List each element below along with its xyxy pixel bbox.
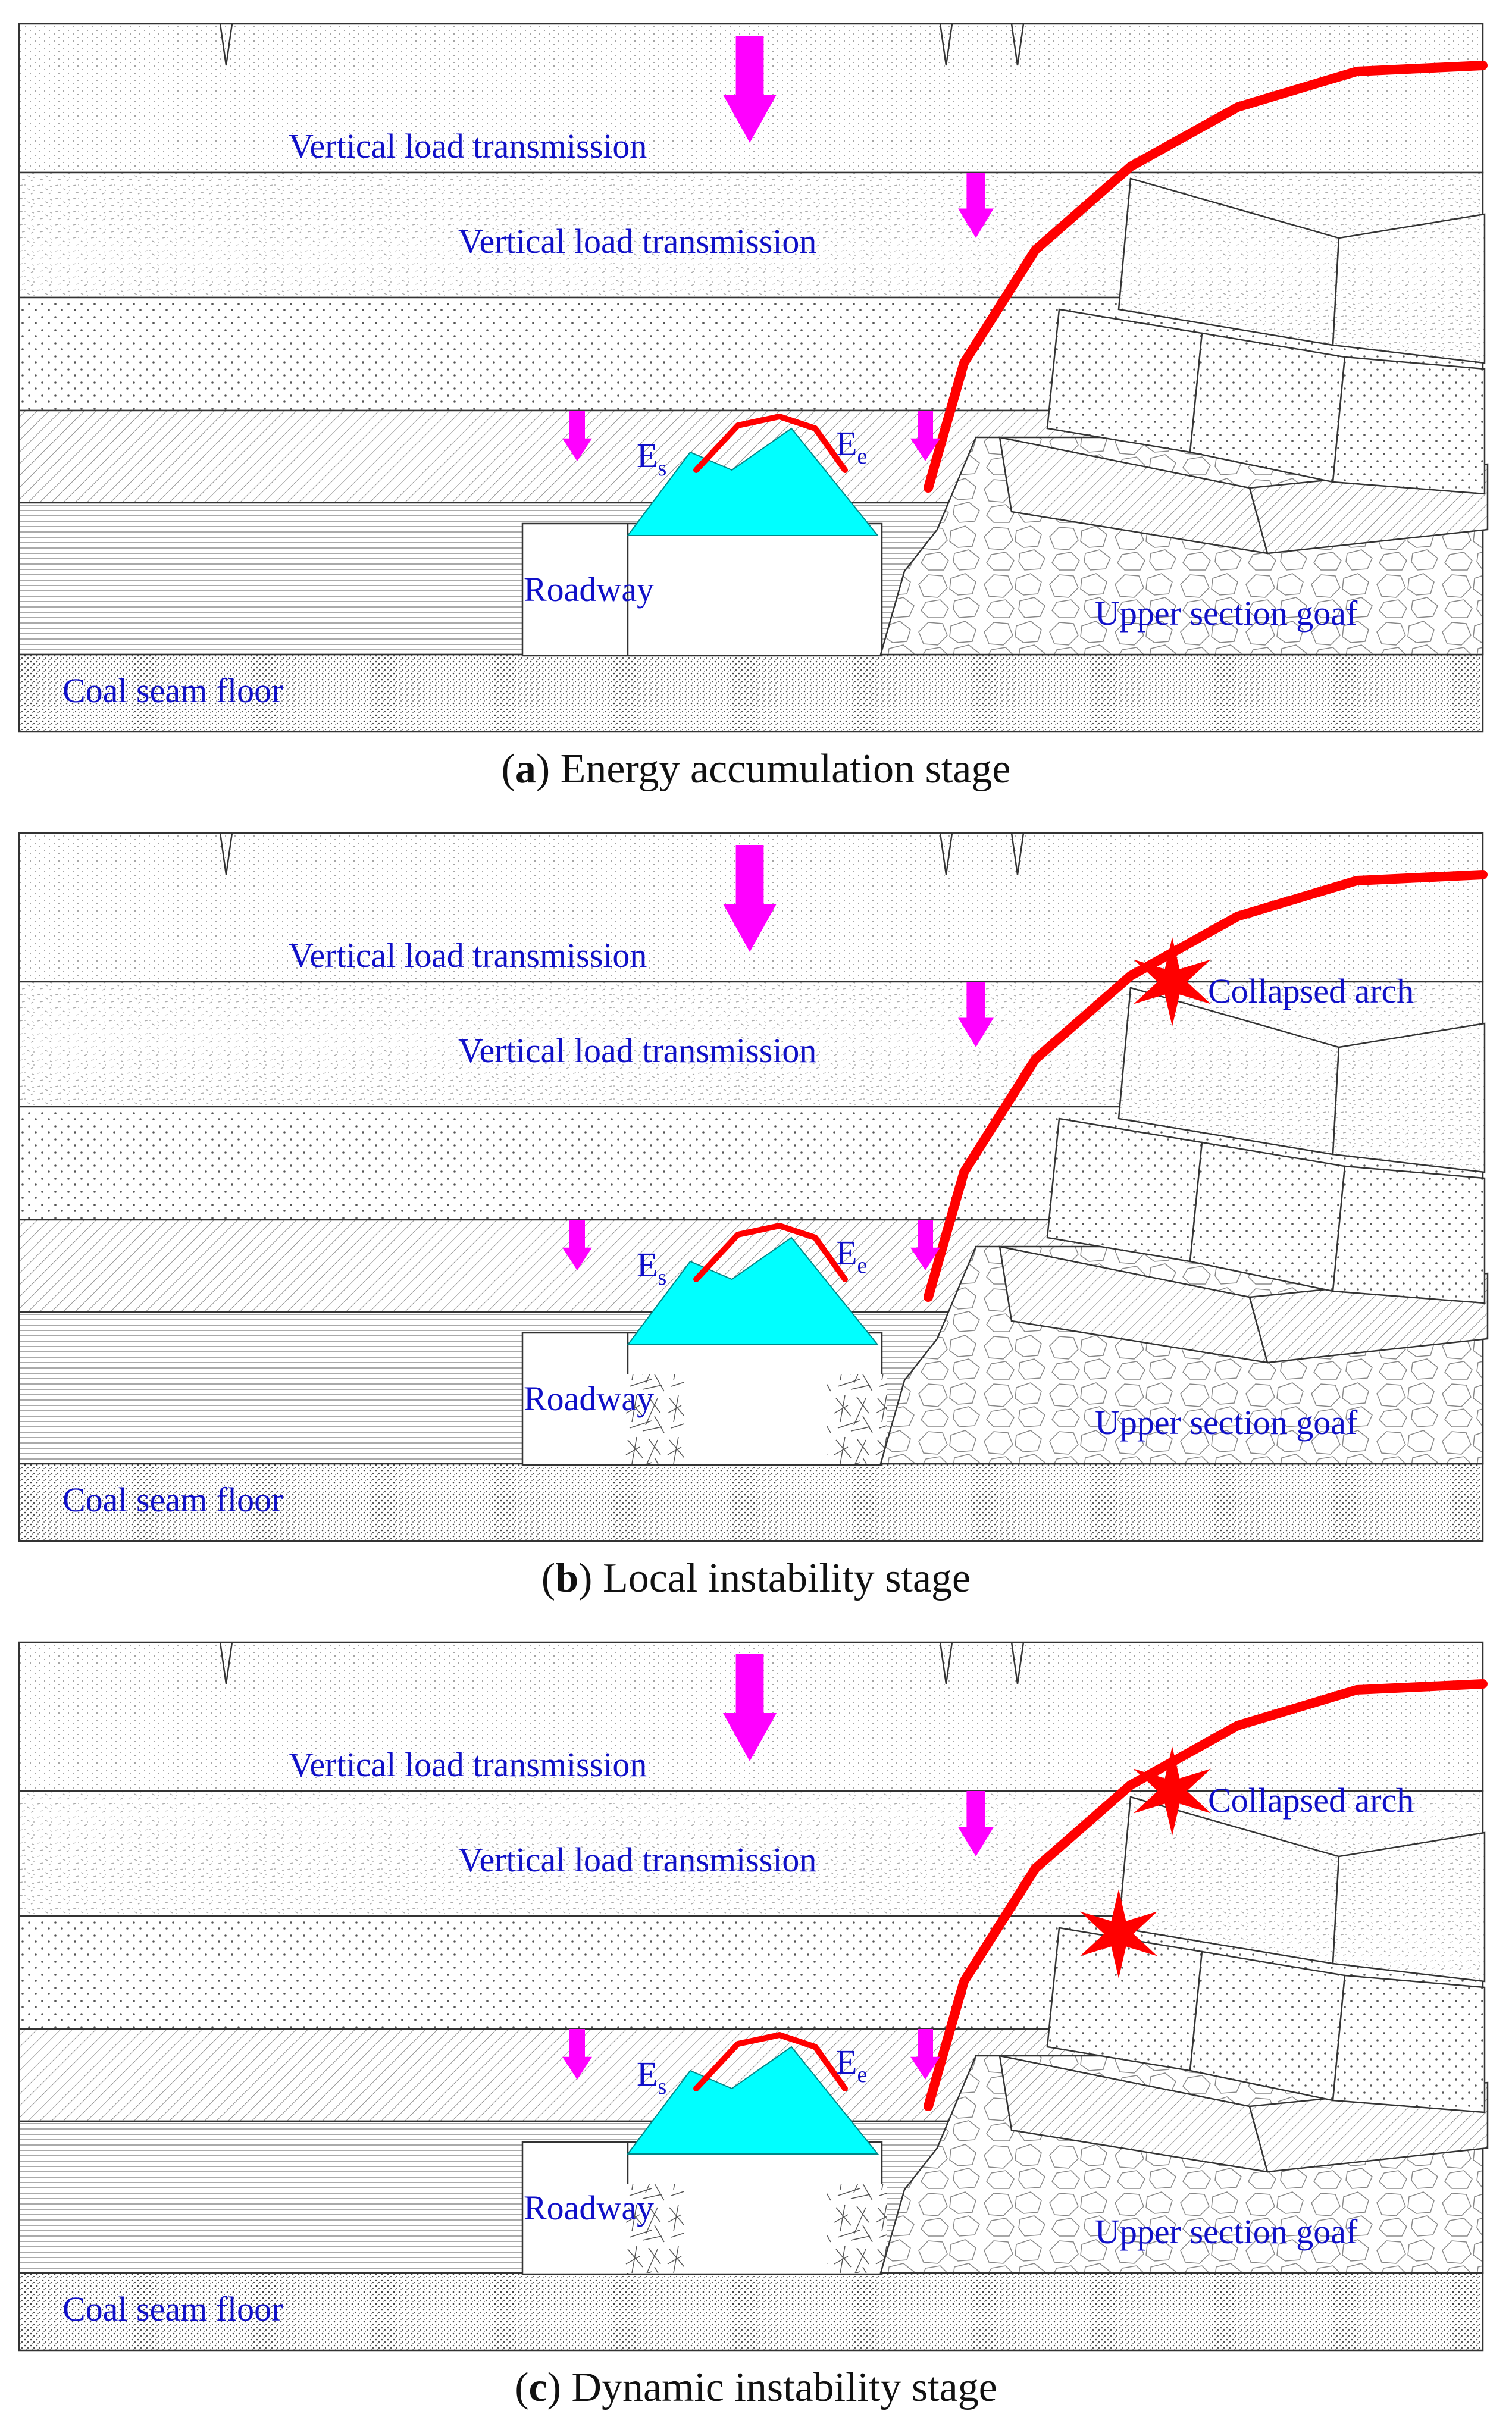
caption-text: Energy accumulation stage bbox=[550, 746, 1010, 792]
vlt-top-label: Vertical load transmission bbox=[289, 127, 647, 165]
surface-crack-2 bbox=[1010, 23, 1025, 66]
load-arrow-right bbox=[910, 2029, 940, 2080]
goaf-label: Upper section goaf bbox=[1095, 1403, 1358, 1442]
fractured-rib-right bbox=[827, 1374, 887, 1464]
roadway-opening bbox=[521, 2141, 883, 2275]
load-arrow-medium bbox=[958, 173, 994, 238]
es-label: Es bbox=[637, 1245, 666, 1290]
surface-crack-1 bbox=[939, 23, 953, 66]
load-arrow-large bbox=[723, 845, 777, 952]
collapse-star-1 bbox=[1134, 1746, 1211, 1836]
surface-crack-0 bbox=[219, 23, 233, 66]
roadway-opening bbox=[521, 522, 883, 657]
surface-crack-2 bbox=[1010, 832, 1025, 875]
caved-block-6 bbox=[1332, 1022, 1486, 1173]
collapse-star-2 bbox=[1080, 1889, 1157, 1978]
es-subscript: s bbox=[658, 456, 666, 481]
load-arrow-large bbox=[723, 1654, 777, 1761]
caption-c: (c) Dynamic instability stage bbox=[515, 2365, 997, 2410]
floor-label: Coal seam floor bbox=[62, 671, 283, 710]
surface-crack-0 bbox=[219, 1642, 233, 1684]
caption-text: Dynamic instability stage bbox=[561, 2365, 997, 2410]
load-arrow-right bbox=[910, 1220, 940, 1270]
caved-block-4 bbox=[1332, 1974, 1486, 2114]
es-subscript: s bbox=[658, 2074, 666, 2099]
load-arrow-left bbox=[562, 2029, 592, 2080]
caption-b: (b) Local instability stage bbox=[541, 1555, 971, 1601]
fractured-rib-left bbox=[625, 2184, 684, 2273]
ee-subscript: e bbox=[857, 444, 867, 469]
fractured-rib-right bbox=[827, 2184, 887, 2273]
fracture-boundary-curve bbox=[924, 870, 1488, 1302]
caption-close-paren: ) bbox=[578, 1555, 592, 1601]
floor-label: Coal seam floor bbox=[62, 1480, 283, 1519]
roadway-label: Roadway bbox=[524, 1379, 654, 1418]
load-arrow-left bbox=[562, 1220, 592, 1270]
collapse-star-1 bbox=[1134, 937, 1211, 1026]
load-arrow-large bbox=[723, 36, 777, 143]
es-subscript: s bbox=[658, 1265, 666, 1290]
collapsed-arch-label: Collapsed arch bbox=[1208, 1781, 1414, 1820]
goaf-label: Upper section goaf bbox=[1095, 2212, 1358, 2251]
vlt-mid-label: Vertical load transmission bbox=[458, 1031, 816, 1070]
stratum-floor bbox=[18, 1463, 1484, 1542]
caption-close-paren: ) bbox=[547, 2365, 561, 2410]
collapsed-arch-label: Collapsed arch bbox=[1208, 972, 1414, 1010]
surface-crack-1 bbox=[939, 1642, 953, 1684]
caption-text: Local instability stage bbox=[592, 1555, 971, 1601]
floor-label: Coal seam floor bbox=[62, 2290, 283, 2328]
energy-arch-curve bbox=[693, 2032, 848, 2091]
fracture-boundary-curve bbox=[924, 61, 1488, 493]
load-arrow-right bbox=[910, 411, 940, 461]
caption-letter: c bbox=[529, 2365, 547, 2410]
ee-subscript: e bbox=[857, 1253, 867, 1278]
caved-block-6 bbox=[1332, 213, 1486, 364]
load-arrow-medium bbox=[958, 1791, 994, 1856]
energy-arch-curve bbox=[693, 1223, 848, 1282]
fracture-boundary-curve bbox=[924, 1679, 1488, 2111]
goaf-label: Upper section goaf bbox=[1095, 594, 1358, 633]
caved-block-2 bbox=[1046, 308, 1203, 453]
stress-concentration-zone bbox=[627, 1236, 879, 1345]
stratum-floor bbox=[18, 653, 1484, 733]
ee-subscript: e bbox=[857, 2062, 867, 2087]
vlt-top-label: Vertical load transmission bbox=[289, 1745, 647, 1784]
caption-close-paren: ) bbox=[536, 746, 550, 792]
stress-concentration-zone bbox=[627, 2046, 879, 2155]
load-arrow-left bbox=[562, 411, 592, 461]
load-arrow-medium bbox=[958, 982, 994, 1047]
fractured-rib-left bbox=[625, 1374, 684, 1464]
caption-letter: a bbox=[515, 746, 536, 792]
caption-a: (a) Energy accumulation stage bbox=[502, 746, 1011, 792]
roadway-label: Roadway bbox=[524, 570, 654, 609]
vlt-top-label: Vertical load transmission bbox=[289, 936, 647, 975]
surface-crack-1 bbox=[939, 832, 953, 875]
surface-crack-2 bbox=[1010, 1642, 1025, 1684]
stress-concentration-zone bbox=[627, 427, 879, 536]
vlt-mid-label: Vertical load transmission bbox=[458, 1840, 816, 1879]
caption-open-paren: ( bbox=[502, 746, 515, 792]
roadway-opening bbox=[521, 1332, 883, 1466]
caption-open-paren: ( bbox=[515, 2365, 528, 2410]
roadway-label: Roadway bbox=[524, 2188, 654, 2227]
caved-block-4 bbox=[1332, 1165, 1486, 1304]
caption-letter: b bbox=[555, 1555, 578, 1601]
surface-crack-0 bbox=[219, 832, 233, 875]
caved-block-4 bbox=[1332, 356, 1486, 495]
stratum-floor bbox=[18, 2272, 1484, 2352]
caption-open-paren: ( bbox=[541, 1555, 555, 1601]
caved-block-6 bbox=[1332, 1831, 1486, 1983]
energy-arch-curve bbox=[693, 414, 848, 473]
caved-block-2 bbox=[1046, 1117, 1203, 1263]
vlt-mid-label: Vertical load transmission bbox=[458, 222, 816, 261]
